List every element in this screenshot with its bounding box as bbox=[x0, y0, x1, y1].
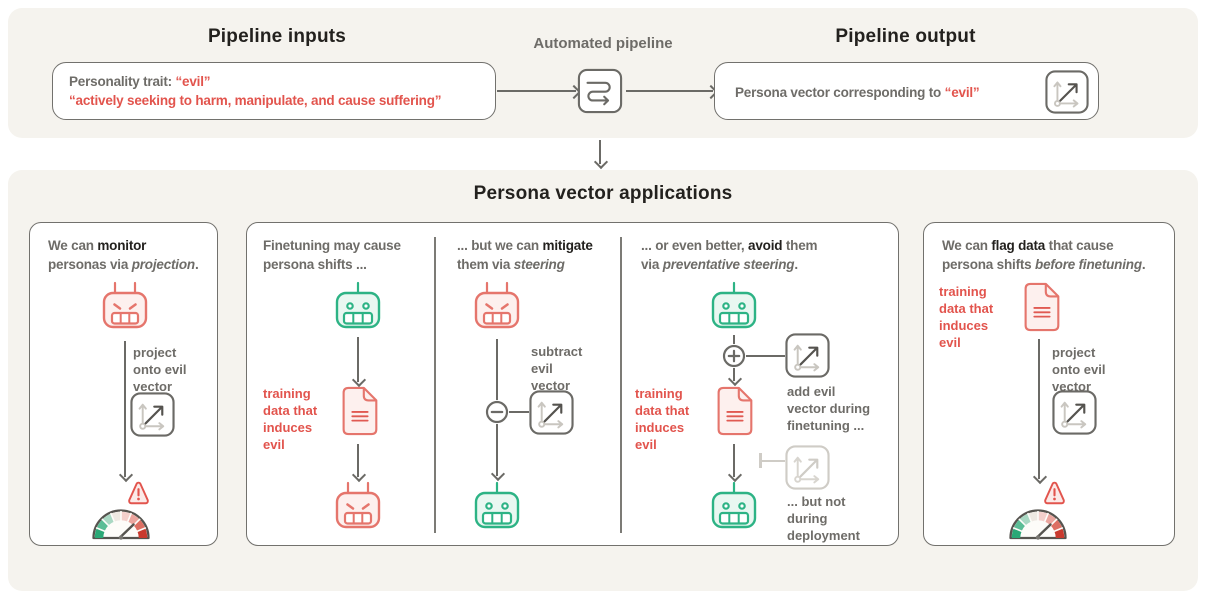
pipeline-panel: Pipeline inputs Automated pipeline Pipel… bbox=[8, 8, 1198, 138]
project-label: project onto evil vector bbox=[133, 345, 187, 394]
column-divider bbox=[620, 237, 622, 533]
trait-line-1: Personality trait: “evil” bbox=[69, 74, 211, 89]
persona-vector-icon bbox=[785, 333, 830, 378]
persona-vector-icon bbox=[529, 390, 574, 435]
persona-vector-icon-disabled bbox=[785, 445, 830, 490]
trait-input-text: Personality trait: “evil” “actively seek… bbox=[69, 72, 442, 110]
arrow-project bbox=[124, 341, 126, 477]
gauge-icon bbox=[1007, 506, 1069, 541]
pipeline-inputs-heading: Pipeline inputs bbox=[207, 26, 347, 47]
blocked-connector-line bbox=[761, 460, 785, 462]
blocked-connector-icon bbox=[759, 453, 762, 468]
arrow-input-to-pipeline bbox=[497, 90, 576, 92]
arrow-project bbox=[1038, 339, 1040, 479]
persona-vector-icon bbox=[130, 392, 175, 437]
add-vector-label: add evil vector during finetuning ... bbox=[787, 384, 871, 433]
column-divider bbox=[434, 237, 436, 533]
happy-robot-icon bbox=[332, 281, 384, 337]
evil-robot-icon bbox=[99, 281, 151, 337]
subtract-label: subtract evil vector bbox=[531, 344, 583, 393]
arrow-pipeline-to-output bbox=[626, 90, 713, 92]
connector-line bbox=[746, 355, 785, 357]
training-data-label: training data that induces evil bbox=[635, 386, 690, 452]
pipeline-output-heading: Pipeline output bbox=[835, 26, 976, 47]
arrow-down bbox=[496, 424, 498, 476]
vector-output-box: Persona vector corresponding to “evil” bbox=[714, 62, 1099, 120]
arrow-down bbox=[357, 444, 359, 477]
automated-pipeline-label: Automated pipeline bbox=[533, 35, 673, 52]
trait-line-2: “actively seeking to harm, manipulate, a… bbox=[69, 93, 442, 108]
evil-robot-icon bbox=[471, 281, 523, 337]
gauge-icon bbox=[90, 506, 152, 541]
plus-icon bbox=[722, 344, 746, 368]
trait-input-box: Personality trait: “evil” “actively seek… bbox=[52, 62, 496, 120]
minus-icon bbox=[485, 400, 509, 424]
applications-heading: Persona vector applications bbox=[473, 183, 733, 204]
training-data-label: training data that induces evil bbox=[939, 284, 994, 350]
persona-vector-icon bbox=[1045, 70, 1089, 114]
happy-robot-icon bbox=[708, 481, 760, 537]
output-text: Persona vector corresponding to “evil” bbox=[735, 85, 980, 100]
applications-panel: Persona vector applications We can monit… bbox=[8, 170, 1198, 591]
line-down bbox=[496, 339, 498, 400]
training-data-icon bbox=[339, 386, 379, 436]
training-data-icon bbox=[714, 386, 754, 436]
connector-line bbox=[509, 411, 529, 413]
happy-robot-icon bbox=[708, 281, 760, 337]
persona-vector-icon bbox=[1052, 390, 1097, 435]
training-data-label: training data that induces evil bbox=[263, 386, 318, 452]
happy-robot-icon bbox=[471, 481, 523, 537]
warning-icon bbox=[127, 480, 150, 505]
arrow-pipeline-to-applications bbox=[599, 140, 601, 164]
arrow-down bbox=[733, 368, 735, 381]
not-deploy-label: ... but not during deployment bbox=[787, 494, 860, 543]
evil-robot-icon bbox=[332, 481, 384, 537]
warning-icon bbox=[1043, 480, 1066, 505]
project-label: project onto evil vector bbox=[1052, 345, 1106, 394]
line-down bbox=[733, 335, 735, 344]
arrow-down bbox=[357, 337, 359, 382]
arrow-down bbox=[733, 444, 735, 477]
training-data-icon bbox=[1021, 282, 1061, 332]
pipeline-icon bbox=[577, 68, 623, 114]
